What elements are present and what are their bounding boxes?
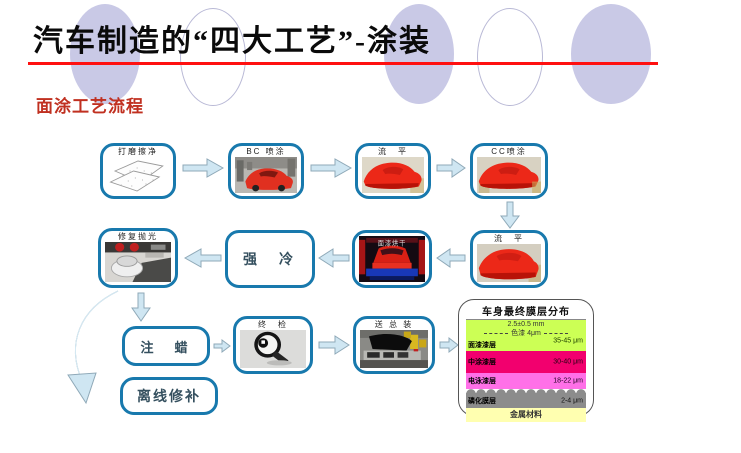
arrow-right-5 [318, 335, 350, 355]
flow-box-label: 终 检 [258, 320, 288, 329]
layer-band-topcoat: 2.5±0.5 mm 色漆 4μm 面漆漆层 35-45 μm [466, 320, 586, 351]
arrow-down-1 [500, 201, 520, 229]
layer-name: 磷化膜层 [468, 397, 496, 405]
flow-box-repair-polish: 修复抛光 [98, 228, 178, 288]
arrow-left-1 [436, 248, 466, 268]
flow-box-label: 送 总 装 [374, 320, 414, 329]
flow-box-clearcoat: CC喷涂 [470, 143, 548, 199]
deco-ellipse-filled-1 [70, 4, 140, 104]
oven-overlay-label: 面漆烘干 [378, 238, 406, 247]
flow-box-label: BC 喷涂 [246, 147, 286, 156]
polishing-machine-image [105, 242, 171, 282]
layer-band-metal: 金属材料 [466, 408, 586, 422]
title-underline [28, 62, 658, 65]
arrow-right-3 [436, 158, 466, 178]
magnifier-image [240, 330, 306, 368]
layer-value: 18-22 μm [553, 377, 583, 385]
layer-name: 电泳漆层 [468, 378, 496, 385]
deco-ellipse-filled-3 [571, 4, 651, 104]
arrow-right-6 [439, 336, 459, 354]
flow-box-flashoff-1: 流 平 [355, 143, 431, 199]
flow-box-forced-cooling: 强 冷 [225, 230, 315, 288]
layer-band-phosphate: 磷化膜层 2-4 μm [466, 389, 586, 408]
flow-box-offline-repair: 离线修补 [120, 377, 218, 415]
flow-box-label: 强 冷 [243, 251, 297, 267]
arrow-curved-offline [67, 290, 119, 405]
basecoat-dash-note: 色漆 4μm [484, 328, 568, 338]
red-car-body-image [477, 244, 541, 282]
layer-value: 30-40 μm [553, 358, 583, 366]
flow-box-label: 打磨擦净 [118, 147, 158, 156]
flow-box-label: 流 平 [494, 234, 524, 243]
flow-box-flashoff-2: 流 平 [470, 230, 548, 288]
layer-chart-title: 车身最终膜层分布 [466, 303, 586, 320]
deco-ellipse-filled-2 [384, 4, 454, 104]
flow-box-label: 修复抛光 [118, 232, 158, 241]
flow-box-sanding: 打磨擦净 [100, 143, 176, 199]
flow-box-label: 离线修补 [137, 388, 201, 404]
flow-box-final-inspection: 终 检 [233, 316, 313, 374]
paint-oven-image: 面漆烘干 [359, 236, 425, 282]
flow-box-basecoat: BC 喷涂 [228, 143, 304, 199]
section-subtitle: 面涂工艺流程 [36, 97, 144, 116]
basecoat-spray-image [235, 157, 297, 193]
slide-title: 汽车制造的“四大工艺”-涂装 [33, 25, 431, 58]
arrow-right-1 [182, 158, 224, 178]
deco-ellipse-outline-1 [180, 8, 246, 106]
layer-band-primer: 中涂漆层 30-40 μm [466, 351, 586, 373]
layer-value: 35-45 μm [553, 337, 583, 345]
flow-box-label: 注 蜡 [140, 339, 192, 355]
arrow-right-4 [213, 339, 231, 353]
arrow-left-2 [318, 248, 350, 268]
layer-name: 金属材料 [510, 410, 542, 419]
layer-name: 中涂漆层 [468, 359, 496, 366]
flow-box-to-assembly: 送 总 装 [353, 316, 435, 374]
flow-box-wax: 注 蜡 [122, 326, 210, 366]
sanding-sheet-image [107, 157, 169, 193]
clearcoat-spray-image [477, 157, 541, 193]
layer-band-ecoat: 电泳漆层 18-22 μm [466, 373, 586, 389]
topcoat-thickness-note: 2.5±0.5 mm [507, 321, 545, 328]
deco-ellipse-outline-2 [477, 8, 543, 106]
assembly-car-image [360, 330, 428, 368]
red-car-body-image [362, 157, 424, 193]
arrow-right-2 [310, 158, 352, 178]
layer-name: 面漆漆层 [468, 342, 496, 349]
flow-box-baking: 面漆烘干 [352, 230, 432, 288]
flow-box-label: CC喷涂 [491, 147, 527, 156]
flow-box-label: 流 平 [378, 147, 408, 156]
arrow-down-2 [131, 292, 151, 322]
paint-layer-chart: 车身最终膜层分布 2.5±0.5 mm 色漆 4μm 面漆漆层 35-45 μm… [458, 299, 594, 422]
arrow-left-3 [184, 248, 222, 268]
layer-value: 2-4 μm [561, 397, 583, 404]
